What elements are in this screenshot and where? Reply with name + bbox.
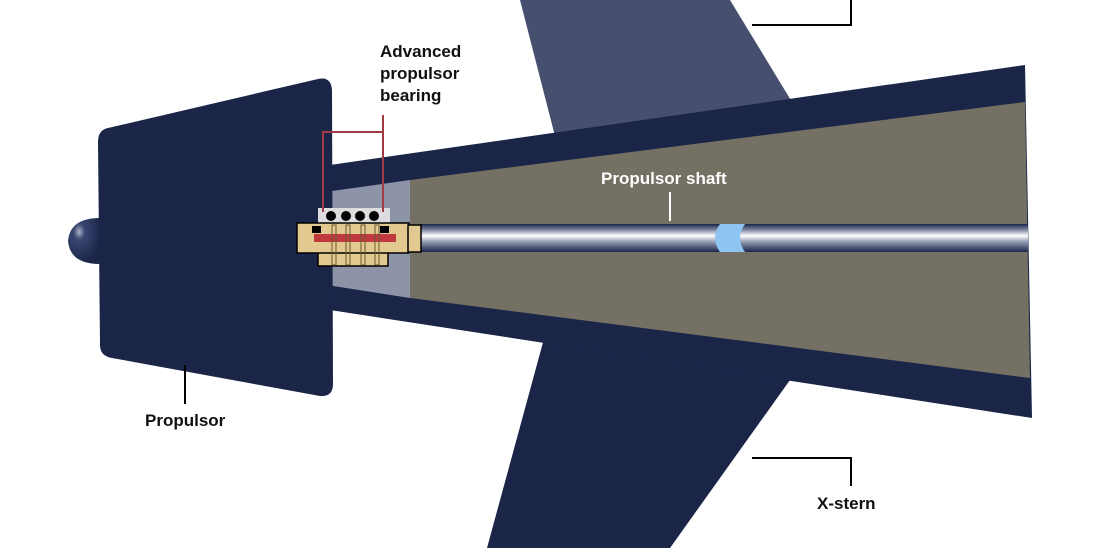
bearing-label: Advanced propulsor bearing bbox=[380, 42, 466, 105]
shaft-coupling-ring bbox=[715, 224, 745, 252]
advanced-propulsor-bearing bbox=[296, 208, 422, 267]
bearing-flange bbox=[407, 224, 422, 253]
propulsor-label: Propulsor bbox=[145, 411, 226, 430]
bearing-ball bbox=[369, 211, 379, 221]
bearing-pin bbox=[374, 224, 380, 266]
bearing-ball bbox=[341, 211, 351, 221]
bearing-red-bar bbox=[314, 234, 396, 242]
bearing-label-line3: bearing bbox=[380, 86, 441, 105]
bearing-ball bbox=[326, 211, 336, 221]
upper-fin bbox=[520, 0, 792, 140]
xstern-leader-line bbox=[752, 457, 852, 486]
bearing-leader-line bbox=[322, 115, 384, 212]
propulsor-body bbox=[98, 78, 333, 397]
upper-fin-leader-line bbox=[752, 0, 852, 26]
propulsor-hub-cap bbox=[68, 218, 100, 264]
bearing-pin bbox=[360, 224, 366, 266]
lower-fin bbox=[487, 335, 790, 548]
bearing-ball bbox=[355, 211, 365, 221]
xstern-label: X-stern bbox=[817, 494, 876, 513]
bearing-label-line1: Advanced bbox=[380, 42, 461, 61]
bearing-seal bbox=[380, 226, 389, 233]
bearing-seal bbox=[312, 226, 321, 233]
bearing-lower-body bbox=[317, 251, 389, 267]
bearing-pin bbox=[345, 224, 351, 266]
shaft-label: Propulsor shaft bbox=[601, 169, 727, 188]
bearing-pin bbox=[331, 224, 337, 266]
bearing-label-line2: propulsor bbox=[380, 64, 460, 83]
